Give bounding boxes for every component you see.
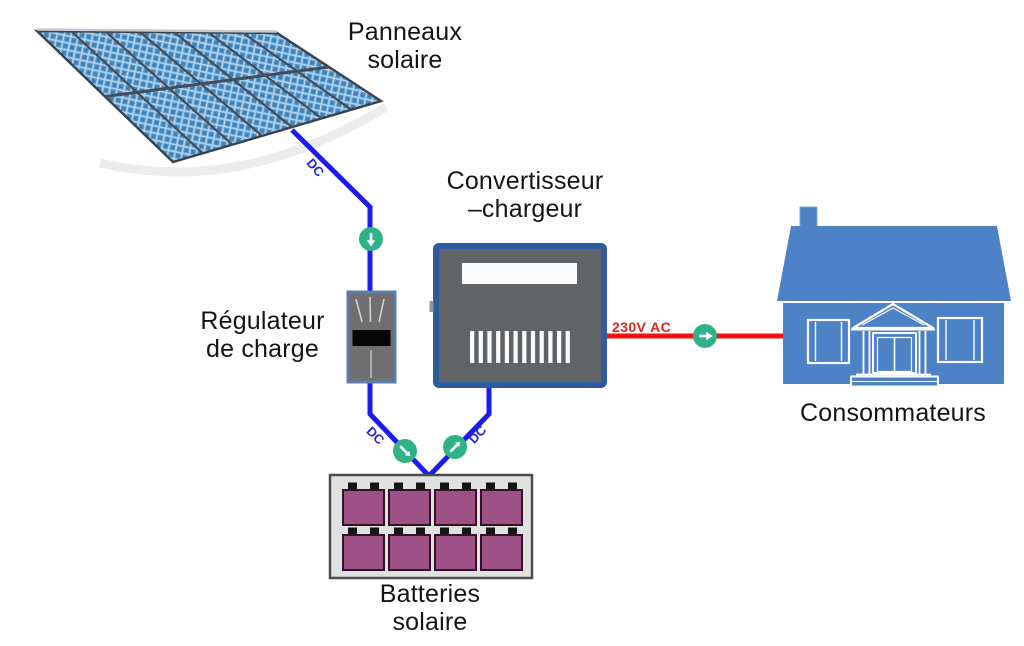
flow-badge-down [359,227,383,251]
converter-left-tab [429,301,434,312]
converter-vent-grille [470,331,570,363]
regulator-display-slot [352,330,391,346]
flow-badge-up-right [443,435,467,459]
right-window [936,316,984,364]
batteries-label-line1: Batteries [379,580,481,608]
battery-cell [480,489,523,526]
arrow-up-right-icon [449,441,461,453]
arrow-right-icon [699,331,713,341]
door [872,332,917,374]
regulator-label-line2: de charge [206,335,319,363]
porch-pediment [851,302,935,330]
batteries-label-line2: solaire [392,608,468,636]
battery-bank-illustration [328,473,534,580]
arrow-down-icon [366,233,376,247]
arrow-down-right-icon [399,445,411,457]
panels-label-line2: solaire [367,46,443,74]
panel-frame-lines [70,30,352,155]
solar-panel-illustration [33,28,389,177]
converter-label-line1: Convertisseur [446,167,604,195]
converter-label-line2: –chargeur [467,195,583,223]
battery-cell [480,534,523,571]
ac-voltage-label: 230V AC [612,319,672,335]
battery-cell [434,534,477,571]
panels-label: Panneaux solaire [320,18,490,74]
battery-cell [342,489,385,526]
battery-cell [434,489,477,526]
battery-terminals [348,482,517,537]
converter-label: Convertisseur –chargeur [430,167,620,223]
panel-top-frame-highlight [36,28,278,33]
regulator-indicator-rays [355,296,385,323]
batteries-label: Batteries solaire [350,580,510,636]
regulator-label: Régulateur de charge [180,307,345,363]
panel-surface [33,29,384,164]
battery-cell [388,534,431,571]
battery-cell [342,534,385,571]
flow-badges [359,227,717,463]
house-illustration [777,206,1011,388]
flow-badge-down-right [393,439,417,463]
converter-charger-illustration [429,243,607,388]
panels-label-line1: Panneaux [347,18,463,46]
porch [850,302,939,388]
roof [777,226,1011,301]
left-window [806,318,851,365]
flow-badge-right [693,324,717,348]
battery-cell [388,489,431,526]
charge-regulator-illustration [346,290,397,384]
panel-ground-shadow [98,103,389,177]
regulator-label-line1: Régulateur [200,307,325,335]
converter-display [462,263,577,284]
battery-cells [342,489,523,571]
consumers-label: Consommateurs [800,399,986,427]
